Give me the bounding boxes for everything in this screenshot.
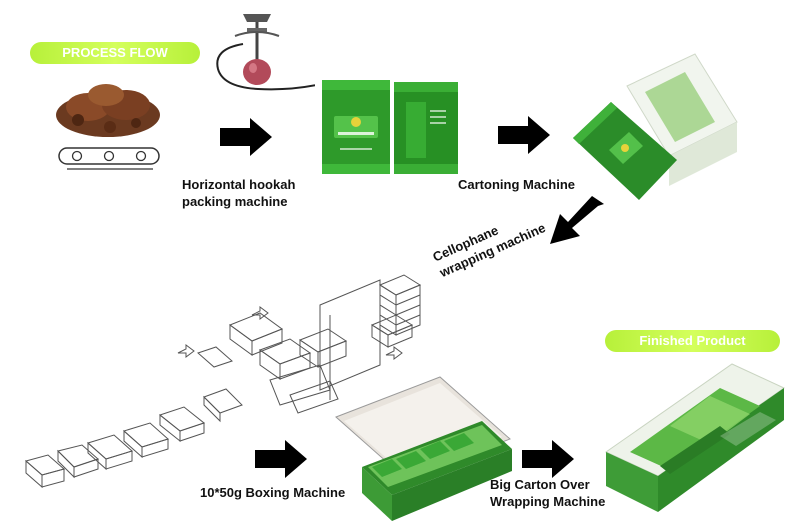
cartoned-pack-image xyxy=(573,53,738,200)
hookah-pack-front xyxy=(322,80,390,174)
cellophane-boxing-process-drawing xyxy=(24,274,422,489)
finished-product-tag: Finished Product xyxy=(605,330,780,352)
process-flow-tag: PROCESS FLOW xyxy=(30,42,200,64)
horizontal-packing-machine-drawing xyxy=(58,147,160,170)
tobacco-image xyxy=(56,84,160,137)
open-display-box-image xyxy=(335,376,512,521)
boxing-machine-label: 10*50g Boxing Machine xyxy=(200,485,346,500)
finished-carton-image xyxy=(604,363,786,512)
flow-arrow-5 xyxy=(522,440,574,478)
flow-arrow-4 xyxy=(255,440,307,478)
hookah-image xyxy=(216,14,315,91)
cellophane-wrapping-label: Cellophane wrapping machine xyxy=(430,220,548,281)
cartoning-machine-label: Cartoning Machine xyxy=(458,177,576,192)
flow-arrow-1 xyxy=(220,118,272,156)
flow-arrow-3 xyxy=(550,196,604,244)
flow-arrow-2 xyxy=(498,116,550,154)
big-carton-label: Big Carton Over Wrapping Machine xyxy=(490,477,606,509)
horizontal-packing-label: Horizontal hookah packing machine xyxy=(182,177,296,209)
hookah-pack-back xyxy=(394,82,458,174)
